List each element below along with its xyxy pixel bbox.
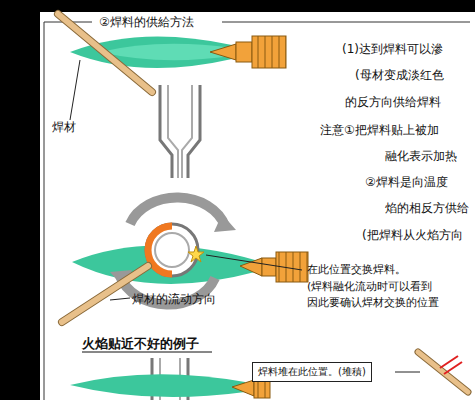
callout-text: 焊料堆在此位置。(堆積): [258, 365, 366, 379]
note-text: 在此位置交换焊料。: [307, 263, 406, 277]
note-text: (把焊料从火焰方向: [362, 228, 463, 242]
note-text: 焊材的流动方向: [132, 292, 220, 306]
section-title: ②焊料的供給方法: [96, 15, 197, 29]
note-text: 融化表示加热: [385, 149, 457, 163]
note-text: 因此要确认焊材交换的位置: [307, 296, 439, 310]
note-text: 火焰贴近不好的例子: [82, 337, 199, 351]
note-text: 的反方向供给焊料: [345, 95, 441, 109]
note-text: 焰的相反方供给: [385, 201, 469, 215]
note-text: ②焊料是向温度: [365, 175, 448, 189]
note-text: 注意①把焊料贴上被加: [320, 123, 439, 137]
callout-box: 焊料堆在此位置。(堆積): [252, 362, 372, 382]
note-text: (焊料融化流动时可以看到: [307, 280, 432, 294]
note-text: (母材变成淡红色: [355, 68, 444, 82]
note-text: (1)达到焊料可以滲: [342, 42, 443, 56]
note-text: 焊材: [52, 120, 76, 134]
